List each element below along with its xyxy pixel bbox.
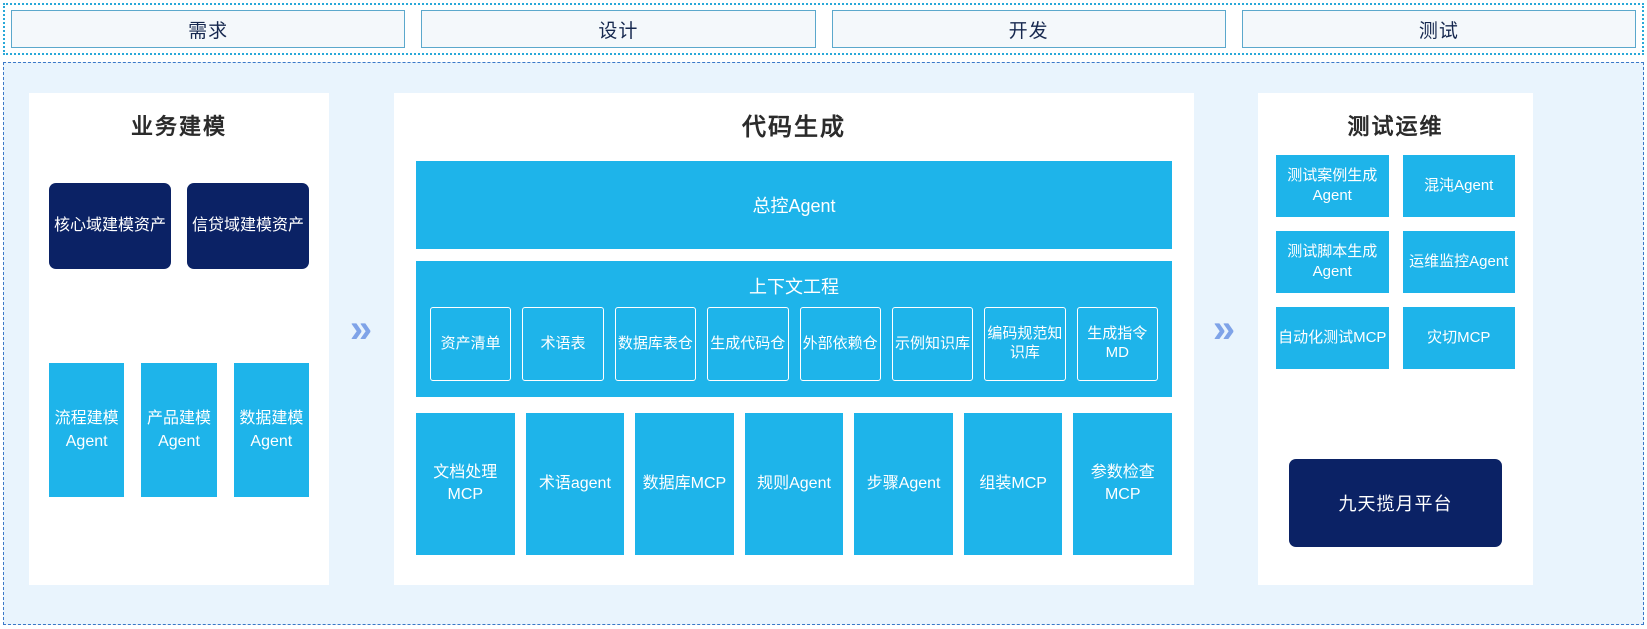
phase-box-development[interactable]: 开发 [831,10,1226,48]
chevron-right-icon: » [1212,307,1236,351]
panel-title-business-modeling: 业务建模 [130,114,227,139]
context-item-label: 数据库表仓 [617,334,693,352]
master-agent-label: 总控Agent [752,196,836,216]
asset-card-core-domain[interactable]: 核心域建模资产 [49,183,171,269]
tool-card-document-processing-mcp[interactable]: 文档处理MCP [416,413,515,555]
phase-label: 需求 [188,20,229,42]
asset-card-label: 核心域建模资产 [53,217,166,235]
ops-card-grid: 测试案例生成Agent 混沌Agent 测试脚本生成Agent 运维监控Agen… [1276,155,1515,369]
tool-card-step-agent[interactable]: 步骤Agent [854,413,953,555]
context-item-generation-instruction-md[interactable]: 生成指令MD [1076,307,1158,381]
tool-card-label: 数据库MCP [642,474,727,492]
tool-card-label: 规则Agent [757,474,831,492]
context-engineering-title: 上下文工程 [749,277,839,297]
phase-box-requirements[interactable]: 需求 [11,10,406,48]
agent-card-label: 数据建模Agent [239,409,304,450]
phase-box-design[interactable]: 设计 [421,10,816,48]
panel-title-test-operations: 测试运维 [1347,114,1444,139]
tool-card-parameter-check-mcp[interactable]: 参数检查MCP [1073,413,1173,555]
context-item-label: 生成代码仓 [710,334,786,352]
diagram-canvas: 业务建模 核心域建模资产 信贷域建模资产 流程建模Agent 产品建模Agent… [3,62,1644,625]
agent-card-product-modeling[interactable]: 产品建模Agent [141,363,217,497]
tool-card-label: 术语agent [538,474,611,492]
platform-card-label: 九天揽月平台 [1338,494,1453,514]
master-agent-banner[interactable]: 总控Agent [416,161,1172,249]
context-item-db-table-repo[interactable]: 数据库表仓 [614,307,697,381]
context-item-example-knowledge-base[interactable]: 示例知识库 [891,307,974,381]
ops-card-label: 自动化测试MCP [1278,328,1387,346]
phase-bar: 需求 设计 开发 测试 [3,3,1644,55]
ops-card-label: 测试脚本生成Agent [1287,242,1378,280]
context-item-label: 编码规范知识库 [987,325,1063,361]
ops-card-test-case-generation-agent[interactable]: 测试案例生成Agent [1276,155,1389,217]
ops-card-disaster-switch-mcp[interactable]: 灾切MCP [1402,307,1515,369]
panel-title-code-generation: 代码生成 [742,114,846,141]
tool-card-assembly-mcp[interactable]: 组装MCP [963,413,1063,555]
tool-card-database-mcp[interactable]: 数据库MCP [635,413,734,555]
tool-card-label: 参数检查MCP [1090,463,1155,503]
tool-card-label: 文档处理MCP [433,463,498,503]
asset-card-credit-domain[interactable]: 信贷域建模资产 [187,183,309,269]
ops-card-automated-test-mcp[interactable]: 自动化测试MCP [1276,307,1389,369]
context-item-label: 资产清单 [440,334,501,352]
context-item-label: 外部依赖仓 [802,334,878,352]
context-item-generated-code-repo[interactable]: 生成代码仓 [707,307,789,381]
panel-code-generation: 代码生成 总控Agent 上下文工程 资产清单 术语表 数据库表仓 生成代码仓 … [394,93,1194,585]
panel-business-modeling: 业务建模 核心域建模资产 信贷域建模资产 流程建模Agent 产品建模Agent… [29,93,329,585]
tool-card-rule-agent[interactable]: 规则Agent [744,413,844,555]
context-item-glossary[interactable]: 术语表 [522,307,604,381]
modeling-agent-row: 流程建模Agent 产品建模Agent 数据建模Agent [49,363,309,497]
context-item-label: 术语表 [540,334,586,352]
tool-card-label: 组装MCP [979,474,1047,492]
tool-card-label: 步骤Agent [866,474,941,492]
context-engineering-block: 上下文工程 资产清单 术语表 数据库表仓 生成代码仓 外部依赖仓 示例知识库 编… [416,261,1172,397]
platform-card-jiutian[interactable]: 九天揽月平台 [1289,459,1502,547]
phase-label: 设计 [598,20,639,42]
ops-card-label: 混沌Agent [1424,176,1494,194]
context-item-label: 示例知识库 [895,334,971,352]
ops-card-chaos-agent[interactable]: 混沌Agent [1402,155,1515,217]
chevron-right-icon: » [349,307,373,351]
tool-card-glossary-agent[interactable]: 术语agent [525,413,625,555]
asset-card-label: 信贷域建模资产 [191,217,304,235]
panel-test-operations: 测试运维 测试案例生成Agent 混沌Agent 测试脚本生成Agent 运维监… [1258,93,1533,585]
tool-card-row: 文档处理MCP 术语agent 数据库MCP 规则Agent 步骤Agent 组… [416,413,1173,555]
agent-card-label: 流程建模Agent [54,409,119,450]
ops-card-label: 运维监控Agent [1409,252,1509,270]
ops-card-test-script-generation-agent[interactable]: 测试脚本生成Agent [1276,231,1389,293]
asset-card-row: 核心域建模资产 信贷域建模资产 [49,183,309,269]
phase-label: 测试 [1418,20,1459,42]
phase-label: 开发 [1008,20,1049,42]
phase-box-testing[interactable]: 测试 [1241,10,1636,48]
ops-card-operations-monitoring-agent[interactable]: 运维监控Agent [1402,231,1515,293]
agent-card-process-modeling[interactable]: 流程建模Agent [49,363,125,497]
context-item-label: 生成指令MD [1087,325,1148,361]
agent-card-label: 产品建模Agent [146,409,211,450]
ops-card-label: 灾切MCP [1427,328,1491,346]
context-item-external-dependency-repo[interactable]: 外部依赖仓 [799,307,881,381]
agent-card-data-modeling[interactable]: 数据建模Agent [233,363,309,497]
context-item-asset-inventory[interactable]: 资产清单 [430,307,512,381]
context-item-row: 资产清单 术语表 数据库表仓 生成代码仓 外部依赖仓 示例知识库 编码规范知识库… [430,307,1158,381]
context-item-coding-standard-knowledge-base[interactable]: 编码规范知识库 [984,307,1066,381]
ops-card-label: 测试案例生成Agent [1287,166,1378,204]
